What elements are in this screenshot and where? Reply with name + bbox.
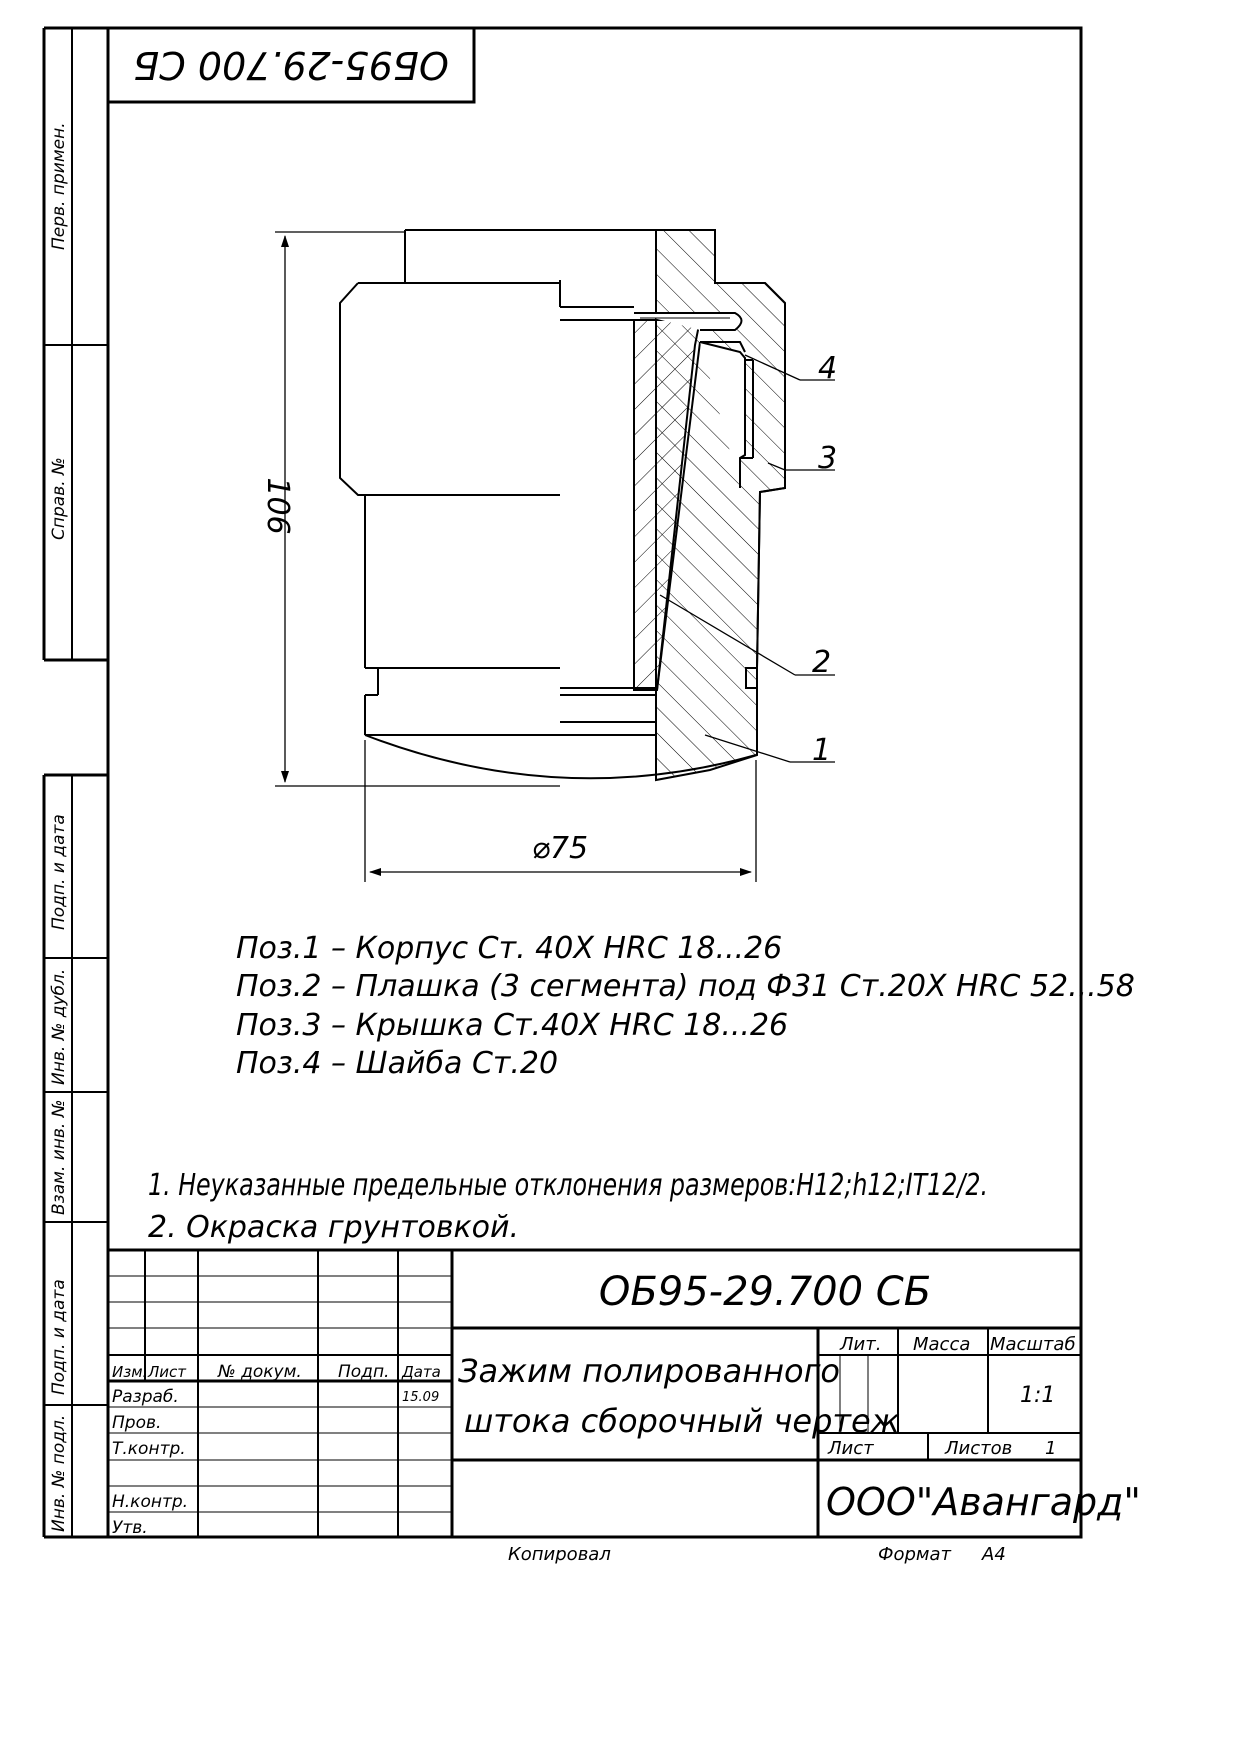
date-value: 15.09 [402,1390,439,1405]
side-label-perv-primen: Перв. примен. [49,122,69,250]
leader-1: 1 [812,733,831,768]
note-1: 1. Неуказанные предельные отклонения раз… [148,1168,988,1203]
razrab-label: Разраб. [112,1387,179,1407]
scale-value: 1:1 [1020,1383,1055,1408]
leader-2: 2 [812,645,831,680]
masshtab-label: Масштаб [990,1334,1076,1355]
side-label-podp-data-2: Подп. и дата [49,1279,69,1395]
utv-label: Утв. [112,1518,148,1538]
dimension-lines [275,231,835,882]
lit-label: Лит. [839,1334,881,1355]
title-block-grid [108,1248,1081,1537]
note-2: 2. Окраска грунтовкой. [148,1210,519,1245]
format-label: Формат [878,1544,952,1565]
assembly-drawing [339,229,786,782]
body-outline [656,229,786,755]
col-data: Дата [401,1363,441,1381]
col-podp: Подп. [338,1362,389,1382]
bottom-arc [364,734,757,780]
company-name: ООО"Авангард" [826,1480,1141,1524]
side-label-inv-dubl: Инв. № дубл. [49,969,69,1085]
side-label-vzam-inv: Взам. инв. № [49,1100,69,1215]
side-labels: Перв. примен. Справ. № Подп. и дата Инв.… [49,122,69,1532]
col-docum: № докум. [217,1362,302,1382]
title-line-2: штока сборочный чертеж [464,1402,900,1440]
part-line-2: Поз.2 – Плашка (3 сегмента) под Ф31 Ст.2… [236,969,1135,1004]
side-label-podp-data-1: Подп. и дата [49,814,69,930]
tkontr-label: Т.контр. [112,1439,186,1459]
drawing-sheet: Перв. примен. Справ. № Подп. и дата Инв.… [42,26,1141,1565]
listov-value: 1 [1045,1438,1056,1459]
frame [42,26,1083,1539]
side-label-inv-podl: Инв. № подл. [49,1415,69,1532]
leader-3: 3 [818,441,837,476]
dim-height: 106 [260,477,295,534]
list-label: Лист [827,1438,874,1459]
massa-label: Масса [913,1334,970,1355]
nkontr-label: Н.контр. [112,1492,188,1512]
cap [699,341,746,488]
title-block-text: ОБ95-29.700 СБ Изм. Лист № докум. Подп. … [112,1269,1141,1538]
technical-notes: 1. Неуказанные предельные отклонения раз… [148,1168,988,1245]
part-line-1: Поз.1 – Корпус Ст. 40Х HRC 18...26 [236,931,782,966]
side-label-sprav-no: Справ. № [49,457,69,540]
col-izm: Изм. [112,1363,147,1381]
col-list: Лист [147,1363,187,1381]
dim-diameter: ⌀75 [532,831,588,866]
leader-4: 4 [818,351,837,386]
part-line-4: Поз.4 – Шайба Ст.20 [236,1046,558,1081]
part-line-3: Поз.3 – Крышка Ст.40Х HRC 18...26 [236,1008,788,1043]
designation: ОБ95-29.700 СБ [599,1269,931,1315]
format-value: А4 [981,1544,1006,1565]
title-line-1: Зажим полированного [458,1352,840,1390]
prov-label: Пров. [112,1413,161,1433]
kopiroval-label: Копировал [508,1544,611,1565]
listov-label: Листов [944,1438,1012,1459]
washer [634,312,743,331]
parts-list: Поз.1 – Корпус Ст. 40Х HRC 18...26 Поз.2… [236,931,1135,1081]
stamp-top-designation: ОБ95-29.700 СБ [133,43,449,87]
footer: Копировал Формат А4 [508,1544,1006,1565]
